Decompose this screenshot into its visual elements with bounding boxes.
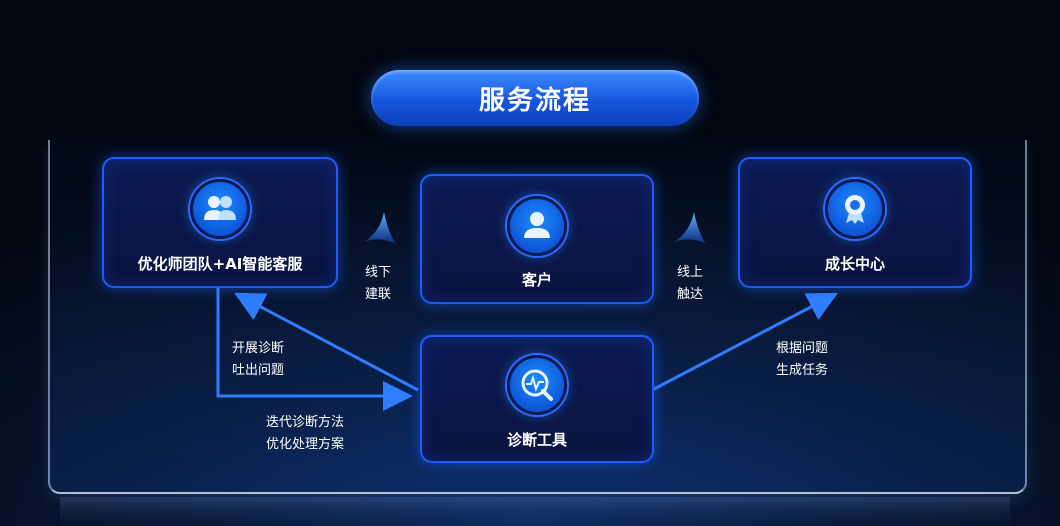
floor-reflection xyxy=(60,497,1010,526)
title-text: 服务流程 xyxy=(478,85,591,116)
edge-iterate-label: 迭代诊断方法 优化处理方案 xyxy=(266,415,345,452)
arrow-diagnosis-to-growth xyxy=(651,292,838,392)
node-growth-label: 成长中心 xyxy=(824,255,885,273)
customer-icon xyxy=(507,196,567,256)
node-team: 优化师团队+AI智能客服 xyxy=(102,157,338,288)
node-diagnosis-label: 诊断工具 xyxy=(506,431,567,449)
diagnosis-icon xyxy=(507,355,567,415)
edge-online-label: 线上 触达 xyxy=(677,265,704,302)
team-icon xyxy=(190,179,250,239)
arrow-team-to-diagnosis xyxy=(216,287,413,411)
title-banner: 服务流程 xyxy=(371,70,699,126)
medal-icon xyxy=(825,179,885,239)
edge-offline-label: 线下 建联 xyxy=(365,265,392,302)
arrow-diagnosis-to-team xyxy=(234,292,419,392)
node-customer-label: 客户 xyxy=(521,271,552,289)
wedge-offline-icon xyxy=(364,212,396,244)
edge-generate-tasks-label: 根据问题 生成任务 xyxy=(776,341,829,378)
node-growth: 成长中心 xyxy=(738,157,972,288)
wedge-online-icon xyxy=(674,212,706,244)
node-customer: 客户 xyxy=(420,174,654,304)
edge-start-diagnosis-label: 开展诊断 吐出问题 xyxy=(232,341,285,378)
node-team-label: 优化师团队+AI智能客服 xyxy=(137,255,303,273)
node-diagnosis: 诊断工具 xyxy=(420,335,654,463)
